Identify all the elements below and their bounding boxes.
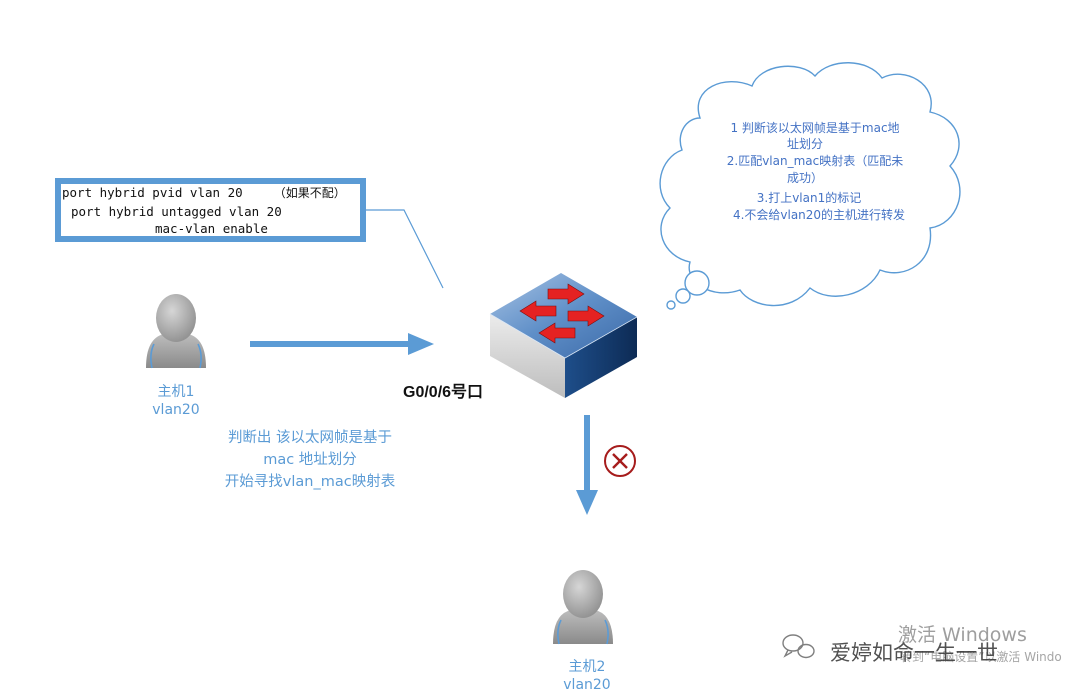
config-line-3: mac-vlan enable [155,221,268,236]
frame-arrow-down [576,415,598,515]
config-command-pvid: port hybrid pvid vlan 20 [62,185,243,200]
windows-activate-subtitle: 转到“电脑设置”以激活 Windo [900,650,1062,664]
host1-name: 主机1 [157,384,195,400]
note-line-2: mac 地址划分 [263,452,357,468]
config-line-2: port hybrid untagged vlan 20 [71,204,282,219]
config-box [55,178,366,242]
frame-arrow-right [250,333,434,355]
host2-vlan: vlan20 [563,677,611,693]
host2-person-icon[interactable] [553,570,613,645]
cloud-line-1: 1 判断该以太网帧是基于mac地 [730,121,900,135]
windows-activate-title: 激活 Windows [898,624,1027,646]
denied-x-icon [604,445,636,477]
cloud-line-6: 4.不会给vlan20的主机进行转发 [732,208,906,222]
watermark-brand: 爱婷如命一生一世 [830,641,998,665]
cloud-line-4: 成功） [786,171,823,185]
config-note-if-not-configured: （如果不配） [273,186,346,200]
host1-person-icon[interactable] [146,294,206,369]
cloud-line-2: 址划分 [786,137,823,151]
config-line-1: port hybrid pvid vlan 20 （如果不配） [62,185,346,201]
host2-name: 主机2 [568,659,606,675]
host1-vlan: vlan20 [152,402,200,418]
thought-cloud [659,62,961,310]
config-callout-line [366,209,444,289]
switch-icon[interactable] [489,273,638,398]
note-line-1: 判断出 该以太网帧是基于 [227,430,393,446]
cloud-line-3: 2.匹配vlan_mac映射表（匹配未 [726,154,904,168]
note-line-3: 开始寻找vlan_mac映射表 [224,474,396,490]
port-label: G0/0/6号口 [403,384,484,401]
wechat-icon [782,634,815,659]
cloud-line-5: 3.打上vlan1的标记 [756,191,862,205]
